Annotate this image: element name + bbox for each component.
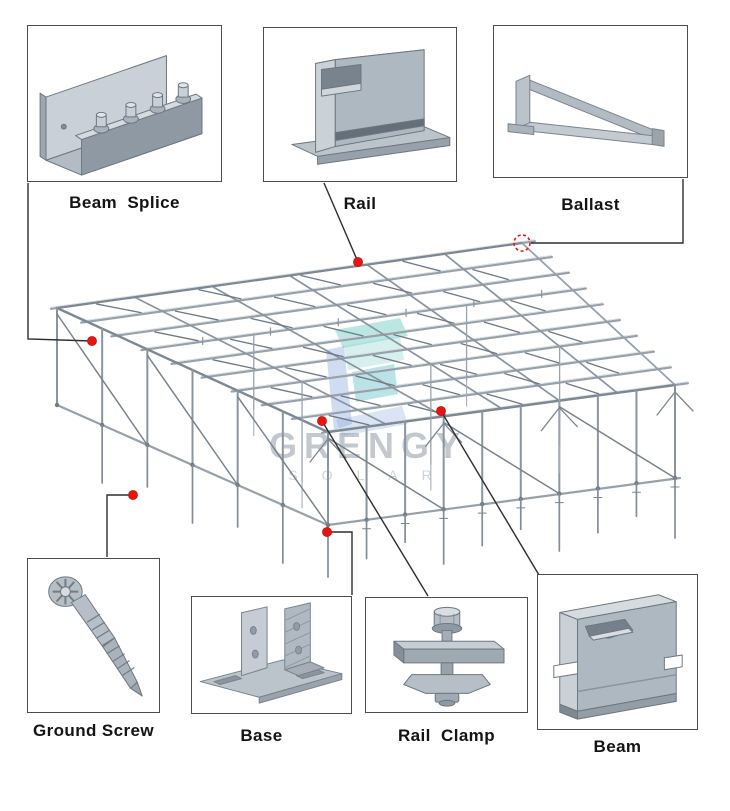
component-label-beam-splice: Beam Splice xyxy=(69,193,180,212)
component-box-ballast xyxy=(493,25,688,178)
connector-line-base xyxy=(327,531,353,595)
beam-splice-illustration xyxy=(39,55,203,176)
ground-screw-illustration xyxy=(48,576,143,697)
component-label-rail-clamp: Rail Clamp xyxy=(398,726,495,745)
rail-clamp-illustration xyxy=(393,606,505,707)
connector-line-ground-screw xyxy=(106,494,133,557)
component-box-beam-splice xyxy=(27,25,222,182)
component-box-rail-clamp xyxy=(365,597,528,713)
connector-lines xyxy=(27,179,684,597)
component-label-ground-screw: Ground Screw xyxy=(33,721,154,740)
structure-wireframe xyxy=(49,239,694,578)
beam-illustration xyxy=(553,594,683,720)
component-box-rail xyxy=(263,27,457,182)
component-label-rail: Rail xyxy=(343,194,377,213)
connector-line-ballast xyxy=(531,179,684,244)
component-box-beam xyxy=(537,574,698,730)
marker-dot-beam xyxy=(436,406,446,416)
component-box-base xyxy=(191,596,352,714)
component-label-base: Base xyxy=(240,726,283,745)
component-label-beam: Beam xyxy=(593,737,642,756)
rail-illustration xyxy=(291,49,451,165)
marker-dot-ground-screw xyxy=(128,490,138,500)
component-box-ground-screw xyxy=(27,558,160,713)
marker-dots xyxy=(87,234,531,537)
connector-line-beam xyxy=(440,410,540,576)
connector-line-rail-clamp xyxy=(321,420,429,597)
marker-dot-base xyxy=(322,527,332,537)
component-label-ballast: Ballast xyxy=(561,195,620,214)
marker-dot-rail-clamp xyxy=(317,416,327,426)
connector-line-beam-splice xyxy=(27,183,93,342)
marker-dot-rail xyxy=(353,257,363,267)
marker-circle-ballast xyxy=(513,234,531,252)
ballast-illustration xyxy=(507,74,665,147)
marker-dot-beam-splice xyxy=(87,336,97,346)
connector-line-rail xyxy=(323,182,359,263)
bolt-icon xyxy=(93,82,192,134)
brand-watermark-text: GRENGY xyxy=(269,425,467,466)
base-illustration xyxy=(199,602,343,704)
brand-watermark-logo: GRENGY SOLAR xyxy=(269,318,467,483)
